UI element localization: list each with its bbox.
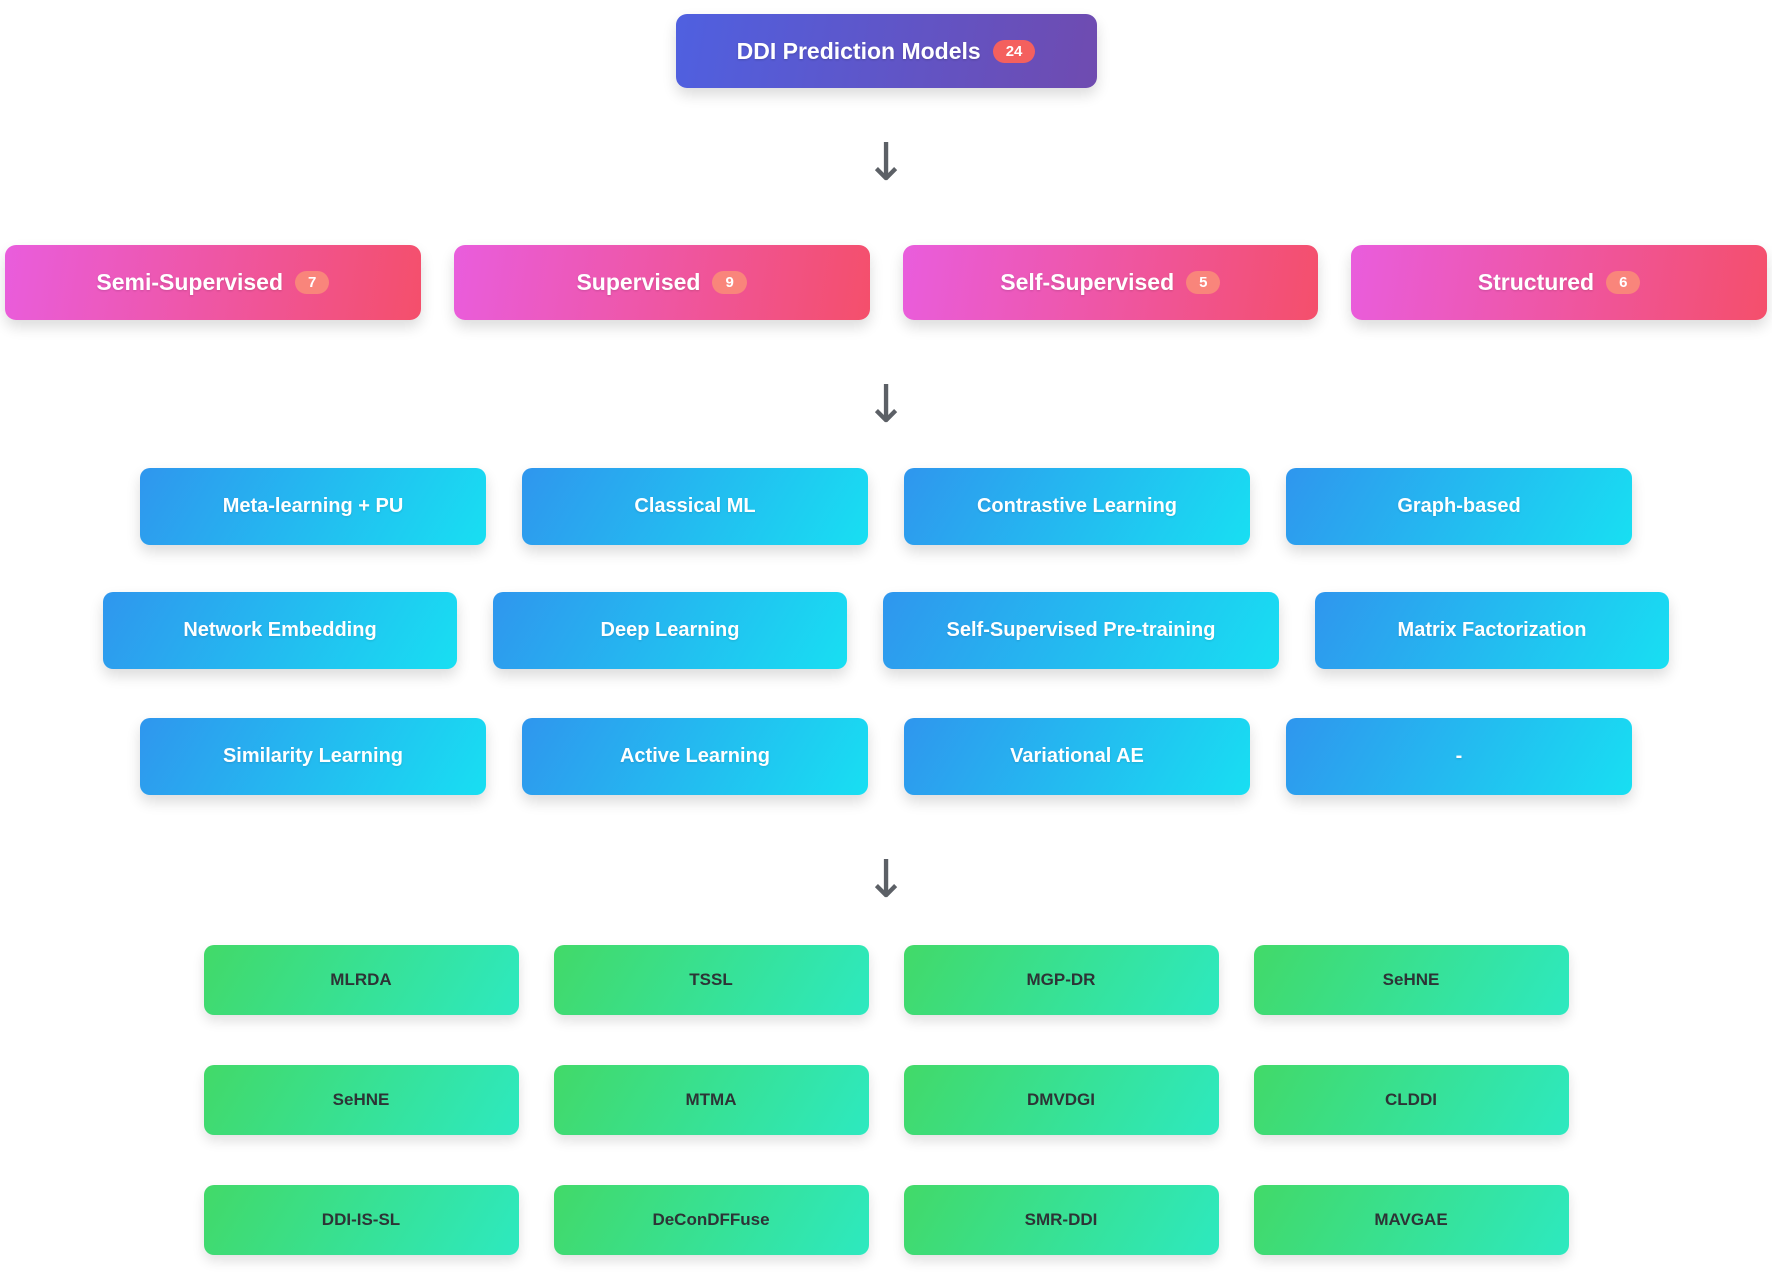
model-label: TSSL — [689, 970, 733, 989]
node-network-embedding: Network Embedding — [103, 592, 457, 669]
model-label: SeHNE — [1382, 970, 1440, 989]
node-semi-supervised: Semi-Supervised 7 — [5, 245, 421, 320]
node-sehne-2: SeHNE — [203, 1065, 519, 1135]
down-arrow-icon: ↓ — [864, 850, 908, 910]
down-arrow-icon: ↓ — [864, 133, 908, 193]
method-label: Network Embedding — [183, 619, 377, 641]
model-label: DeConDFFuse — [652, 1210, 770, 1229]
node-active-learning: Active Learning — [522, 718, 868, 795]
count-badge: 9 — [712, 271, 747, 294]
category-row: Semi-Supervised 7 Supervised 9 Self-Supe… — [0, 245, 1772, 320]
model-label: MLRDA — [330, 970, 392, 989]
node-meta-learning-pu: Meta-learning + PU — [140, 468, 486, 545]
method-label: Matrix Factorization — [1397, 619, 1587, 641]
model-label: SMR-DDI — [1024, 1210, 1098, 1229]
root-node-label: DDI Prediction Models — [736, 37, 981, 64]
node-graph-based: Graph-based — [1286, 468, 1632, 545]
count-badge: 5 — [1186, 271, 1221, 294]
arrow-row-1: ↓ — [0, 126, 1772, 200]
node-mgp-dr: MGP-DR — [903, 945, 1219, 1015]
method-label: - — [1455, 745, 1463, 767]
node-dmvdgi: DMVDGI — [903, 1065, 1219, 1135]
root-row: DDI Prediction Models 24 — [0, 14, 1772, 88]
models-row-2: SeHNE MTMA DMVDGI CLDDI — [0, 1065, 1772, 1135]
node-deep-learning: Deep Learning — [493, 592, 847, 669]
node-classical-ml: Classical ML — [522, 468, 868, 545]
model-label: MGP-DR — [1026, 970, 1096, 989]
node-mavgae: MAVGAE — [1253, 1185, 1569, 1255]
down-arrow-icon: ↓ — [864, 375, 908, 435]
model-label: DDI-IS-SL — [321, 1210, 401, 1229]
node-self-supervised: Self-Supervised 5 — [902, 245, 1319, 320]
node-mtma: MTMA — [553, 1065, 869, 1135]
model-label: SeHNE — [332, 1090, 390, 1109]
method-label: Meta-learning + PU — [222, 495, 404, 517]
method-label: Active Learning — [619, 745, 771, 767]
method-label: Deep Learning — [600, 619, 740, 641]
method-label: Graph-based — [1397, 495, 1521, 517]
node-structured: Structured 6 — [1351, 245, 1767, 320]
model-label: CLDDI — [1385, 1090, 1437, 1109]
model-label: DMVDGI — [1027, 1090, 1095, 1109]
models-row-1: MLRDA TSSL MGP-DR SeHNE — [0, 945, 1772, 1015]
count-badge: 6 — [1606, 271, 1641, 294]
count-badge: 7 — [295, 271, 330, 294]
node-clddi: CLDDI — [1253, 1065, 1569, 1135]
category-label: Semi-Supervised — [96, 269, 284, 295]
node-tssl: TSSL — [553, 945, 869, 1015]
node-decondffuse: DeConDFFuse — [553, 1185, 869, 1255]
methods-row-2: Network Embedding Deep Learning Self-Sup… — [0, 592, 1772, 669]
node-mlrda: MLRDA — [203, 945, 519, 1015]
method-label: Classical ML — [634, 495, 756, 517]
node-ddi-is-sl: DDI-IS-SL — [203, 1185, 519, 1255]
methods-row-3: Similarity Learning Active Learning Vari… — [0, 718, 1772, 795]
method-label: Self-Supervised Pre-training — [946, 619, 1216, 641]
node-matrix-factorization: Matrix Factorization — [1315, 592, 1669, 669]
model-label: MAVGAE — [1374, 1210, 1448, 1229]
category-label: Structured — [1477, 269, 1595, 295]
category-label: Supervised — [576, 269, 701, 295]
node-smr-ddi: SMR-DDI — [903, 1185, 1219, 1255]
node-ddi-prediction-models: DDI Prediction Models 24 — [675, 14, 1097, 88]
methods-row-1: Meta-learning + PU Classical ML Contrast… — [0, 468, 1772, 545]
category-label: Self-Supervised — [1000, 269, 1175, 295]
node-dash: - — [1286, 718, 1632, 795]
node-similarity-learning: Similarity Learning — [140, 718, 486, 795]
method-label: Variational AE — [1010, 745, 1144, 767]
arrow-row-3: ↓ — [0, 843, 1772, 917]
arrow-row-2: ↓ — [0, 368, 1772, 442]
root-count-badge: 24 — [992, 39, 1036, 63]
method-label: Similarity Learning — [222, 745, 404, 767]
node-supervised: Supervised 9 — [453, 245, 870, 320]
model-label: MTMA — [685, 1090, 737, 1109]
models-row-3: DDI-IS-SL DeConDFFuse SMR-DDI MAVGAE — [0, 1185, 1772, 1255]
node-sehne: SeHNE — [1253, 945, 1569, 1015]
node-contrastive-learning: Contrastive Learning — [904, 468, 1250, 545]
node-self-supervised-pre-training: Self-Supervised Pre-training — [883, 592, 1279, 669]
node-variational-ae: Variational AE — [904, 718, 1250, 795]
method-label: Contrastive Learning — [976, 495, 1178, 517]
